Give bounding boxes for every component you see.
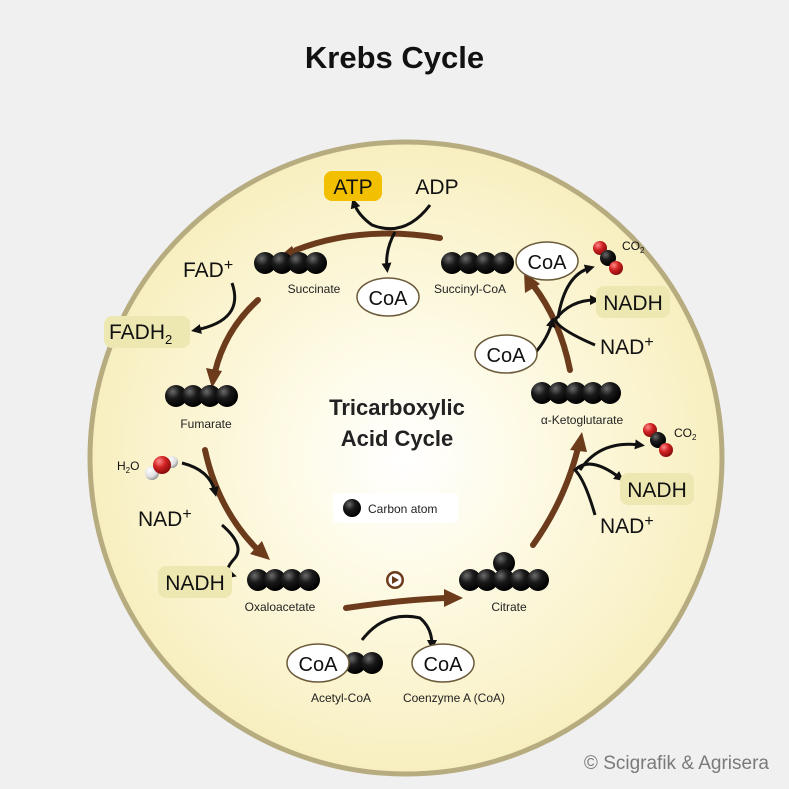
acetyl-carbon-chain [344,652,383,674]
carbon-atom [548,382,570,404]
carbon-atom [344,652,366,674]
cycle-disc [87,139,725,777]
center-label-line2: Acid Cycle [341,426,454,451]
carbon-chains [165,252,621,674]
nadh-left-label: NADH [165,572,225,595]
carbon-atom [165,385,187,407]
arrow-citrate-to-ketoglutarate [530,445,581,548]
nadh-left-box [158,566,232,598]
carbon-atom [459,569,481,591]
adp-label: ADP [415,176,458,199]
carbon-atom [254,252,276,274]
succinyl-coa-label: Succinyl-CoA [434,282,506,296]
nadh-upper-label: NADH [603,292,663,315]
carbon-atom [493,569,515,591]
arrow-succinate-to-fumarate [212,297,261,375]
coenzyme-a-label: Coenzyme A (CoA) [403,691,505,705]
carbon-atom [247,569,269,591]
alpha-ketoglutarate-carbon-chain [531,382,621,404]
carbon-atom [441,252,463,274]
coa-acetyl: CoA [299,654,339,676]
play-icon [386,571,404,589]
cycle-arrowheads [206,246,587,607]
carbon-atom [492,252,514,274]
center-label-line1: Tricarboxylic [329,395,465,420]
co2-upper-molecule-icon [593,241,623,275]
coa-incoming: CoA [487,345,527,367]
copyright-notice: © Scigrafik & Agrisera [583,753,769,774]
atp-label: ATP [333,176,372,199]
carbon-atom [599,382,621,404]
carbon-atom [288,252,310,274]
oxaloacetate-label: Oxaloacetate [245,600,316,614]
arrow-fumarate-to-oxaloacetate [202,447,261,553]
coa-ovals: CoA CoA CoA CoA CoA [286,241,579,683]
citrate-carbon-chain [459,552,549,591]
nadh-lower-label: NADH [627,479,687,502]
carbon-atom [531,382,553,404]
arrow-ketoglutarate-to-succinylcoa [530,282,573,373]
nad-plus-left-label: NAD+ [138,506,192,531]
carbon-atom [361,652,383,674]
fad-plus-label: FAD+ [183,257,233,282]
carbon-atom [264,569,286,591]
oxaloacetate-carbon-chain [247,569,320,591]
carbon-atom [475,252,497,274]
carbon-atom [476,569,498,591]
carbon-atom-legend-icon [343,499,361,517]
carbon-atom [527,569,549,591]
nad-plus-upper-label: NAD+ [600,334,654,359]
acetyl-coa-label: Acetyl-CoA [311,691,371,705]
legend-label: Carbon atom [368,502,437,516]
succinate-label: Succinate [288,282,341,296]
alpha-ketoglutarate-label: α-Ketoglutarate [541,413,624,427]
page-title: Krebs Cycle [304,40,485,75]
water-molecule-icon [145,456,178,480]
fadh2-box [104,316,190,348]
carbon-atom [510,569,532,591]
coa-released: CoA [424,654,464,676]
carbon-atom [271,252,293,274]
atp-highlight [324,171,382,201]
co2-lower-molecule-icon [643,423,673,457]
co2-upper-label: CO2 [622,239,645,255]
fadh2-label: FADH2 [109,321,172,347]
fumarate-label: Fumarate [180,417,232,431]
fumarate-carbon-chain [165,385,238,407]
co2-lower-label: CO2 [674,426,697,442]
h2o-label: H2O [117,459,139,475]
carbon-atom [281,569,303,591]
succinyl-coa-carbon-chain [441,252,514,274]
coa-succinate: CoA [369,288,409,310]
cycle-arrows [202,230,581,611]
nadh-lower-box [620,473,694,505]
carbon-atom [458,252,480,274]
carbon-atom [305,252,327,274]
coa-succinyl: CoA [528,252,568,274]
carbon-atom [565,382,587,404]
nad-plus-lower-label: NAD+ [600,513,654,538]
succinate-carbon-chain [254,252,327,274]
legend: Carbon atom [333,493,458,523]
carbon-atom [199,385,221,407]
carbon-atom [298,569,320,591]
arrow-succinylcoa-to-succinate [293,230,443,253]
carbon-atom [216,385,238,407]
carbon-atom [582,382,604,404]
carbon-atom [493,552,515,574]
arrow-oxaloacetate-to-citrate [343,595,448,611]
citrate-label: Citrate [491,600,527,614]
nadh-upper-box [596,286,670,318]
carbon-atom [182,385,204,407]
